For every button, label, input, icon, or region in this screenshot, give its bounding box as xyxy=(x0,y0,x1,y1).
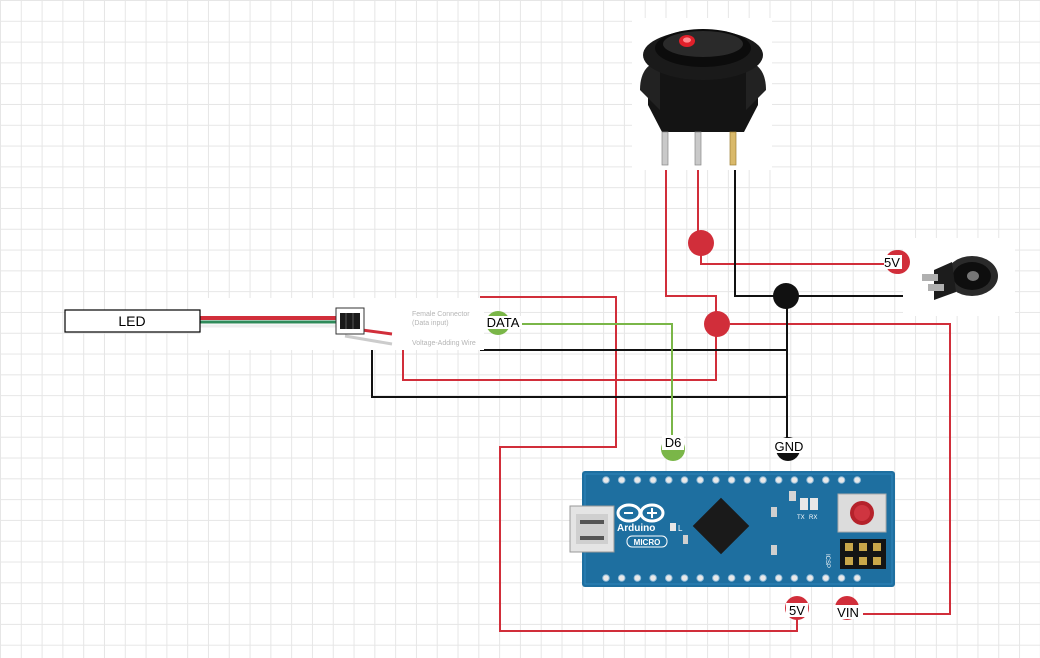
wire-extra-ground xyxy=(371,350,787,398)
header-pin xyxy=(837,476,846,484)
gnd-label: GND xyxy=(775,439,804,454)
header-pin xyxy=(633,574,642,582)
icsp-pin xyxy=(859,543,867,551)
arduino-brand-text: Arduino xyxy=(617,523,655,534)
dc-power-jack xyxy=(903,238,1015,316)
reset-button xyxy=(837,493,887,533)
header-pin xyxy=(649,476,657,484)
tx-label: TX xyxy=(797,515,805,521)
wire-vin xyxy=(730,323,951,615)
data-input-label: (Data input) xyxy=(412,320,449,327)
header-pin xyxy=(727,574,736,582)
ground-junction xyxy=(773,283,799,309)
wire-voltage-adding xyxy=(402,324,717,381)
header-pin xyxy=(633,476,642,484)
header-pin xyxy=(696,476,705,484)
wire-jack-5v xyxy=(700,243,898,265)
header-pin xyxy=(617,574,626,582)
header-pin xyxy=(822,476,830,484)
wire-switch-left-pin xyxy=(665,165,717,324)
header-pin xyxy=(602,476,610,484)
d6-node: D6 xyxy=(661,435,685,461)
female-connector-label: Female Connector xyxy=(412,311,470,318)
led-l-label: L xyxy=(678,524,683,533)
header-pin xyxy=(602,574,610,582)
icsp-label: ICSP xyxy=(824,554,830,568)
header-pins-top xyxy=(602,476,862,484)
junctions xyxy=(688,230,799,337)
jack-5v-node: 5V xyxy=(884,250,910,274)
vin-label: VIN xyxy=(837,605,859,620)
header-pin xyxy=(665,574,673,582)
header-pin xyxy=(665,476,673,484)
header-pin xyxy=(727,476,736,484)
icsp-pin xyxy=(873,543,881,551)
header-pin xyxy=(680,476,689,484)
header-pin xyxy=(774,476,783,484)
header-pin xyxy=(790,476,799,484)
header-pin xyxy=(774,574,783,582)
rocker-switch xyxy=(632,18,772,170)
header-pin xyxy=(790,574,799,582)
switch-junction xyxy=(688,230,714,256)
board-5v-node: 5V xyxy=(785,596,809,620)
arduino-micro-board: Arduino MICRO L TX RX ICSP xyxy=(569,471,895,587)
icsp-pin xyxy=(873,557,881,565)
d6-label: D6 xyxy=(665,435,682,450)
header-pin xyxy=(806,574,814,582)
voltage-adding-wire-label: Voltage-Adding Wire xyxy=(412,340,476,347)
header-pin xyxy=(759,574,767,582)
icsp-pin xyxy=(845,543,853,551)
header-pin xyxy=(617,476,626,484)
gnd-node: GND xyxy=(772,437,806,461)
icsp-pin xyxy=(859,557,867,565)
rx-label: RX xyxy=(809,515,817,521)
arduino-model-text: MICRO xyxy=(634,538,661,547)
wire-data xyxy=(498,323,673,448)
wire-switch-right-pin xyxy=(734,165,785,297)
header-pin xyxy=(680,574,689,582)
header-pin xyxy=(837,574,846,582)
wire-board-5v xyxy=(480,296,798,632)
header-pins-bottom xyxy=(602,574,862,582)
arduino-logo-icon xyxy=(616,503,665,523)
board-5v-label: 5V xyxy=(789,603,805,618)
icsp-pin xyxy=(845,557,853,565)
data-label: DATA xyxy=(487,315,520,330)
icsp-pins xyxy=(845,543,881,565)
header-pin xyxy=(822,574,830,582)
header-pin xyxy=(649,574,657,582)
header-pin xyxy=(712,476,720,484)
led-box xyxy=(64,309,201,333)
data-node: DATA xyxy=(484,311,522,335)
led-label: LED xyxy=(118,313,145,329)
jack-5v-label: 5V xyxy=(884,255,900,270)
led-strip-connector: Female Connector (Data input) Voltage-Ad… xyxy=(200,298,484,350)
vin-junction xyxy=(704,311,730,337)
header-pin xyxy=(759,476,767,484)
header-pin xyxy=(853,476,862,484)
header-pin xyxy=(743,476,752,484)
header-pin xyxy=(853,574,862,582)
header-pin xyxy=(806,476,814,484)
vin-node: VIN xyxy=(835,596,863,620)
header-pin xyxy=(712,574,720,582)
header-pin xyxy=(743,574,752,582)
header-pin xyxy=(696,574,705,582)
